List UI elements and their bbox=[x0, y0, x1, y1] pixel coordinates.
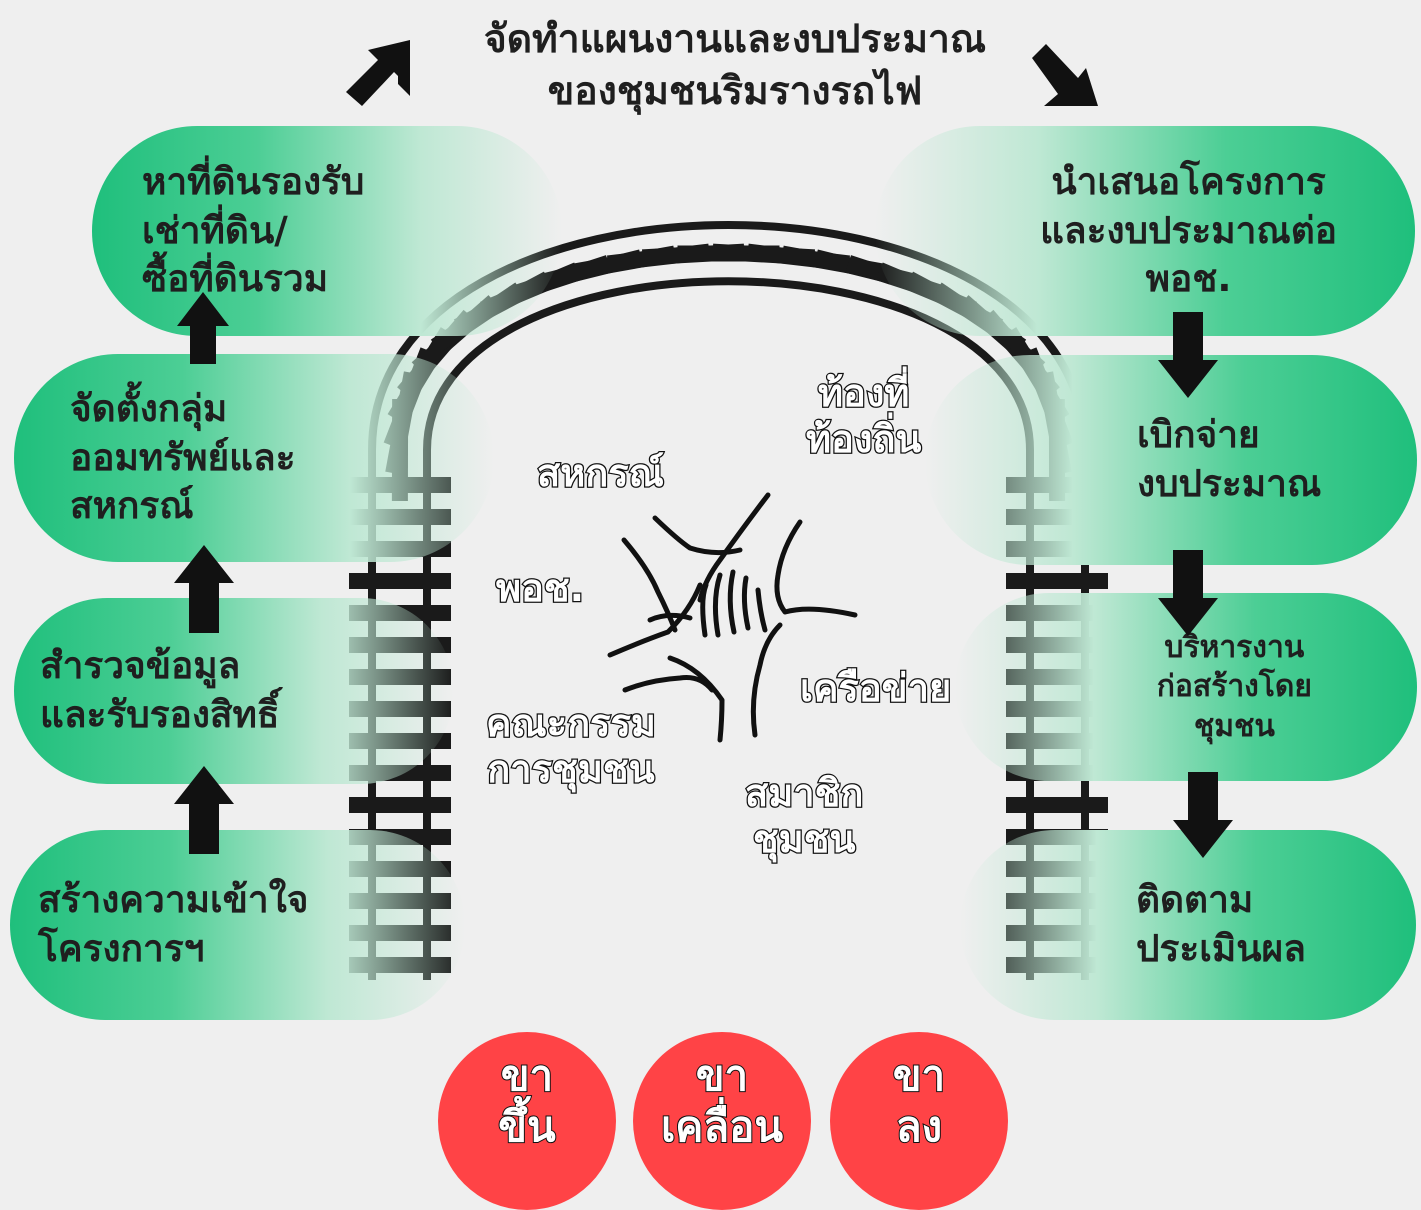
step-line: พอช. bbox=[1145, 257, 1232, 301]
label-codi: พอช. bbox=[495, 565, 586, 612]
arrow-up-icon bbox=[174, 545, 234, 633]
arrow-down-right-icon bbox=[1032, 44, 1098, 106]
hub-line: คณะกรรม bbox=[485, 700, 657, 747]
label-community-members: สมาชิก ชุมชน bbox=[744, 770, 865, 863]
label-community-committee: คณะกรรม การชุมชน bbox=[485, 700, 657, 793]
label-network: เครือข่าย bbox=[799, 665, 953, 712]
step-line: เบิกจ่าย bbox=[1137, 413, 1260, 457]
step-line: ติดตาม bbox=[1136, 878, 1254, 922]
step-line: และงบประมาณต่อ bbox=[1040, 208, 1337, 252]
phase-line: ขา bbox=[695, 1050, 749, 1101]
arrow-up-right-icon bbox=[346, 40, 410, 106]
step-understanding: สร้างความเข้าใจ โครงการฯ bbox=[10, 830, 465, 1020]
step-evaluate: ติดตาม ประเมินผล bbox=[960, 830, 1416, 1020]
step-line: และรับรองสิทธิ์ bbox=[40, 693, 280, 736]
arrow-up-icon bbox=[174, 766, 234, 854]
phase-line: ขา bbox=[500, 1050, 554, 1101]
step-line: ซื้อที่ดินรวม bbox=[142, 257, 329, 301]
hub-line: สหกรณ์ bbox=[536, 450, 665, 497]
step-line: หาที่ดินรองรับ bbox=[142, 159, 365, 203]
diagram-title: จัดทำแผนงานและงบประมาณ ของชุมชนริมรางรถไ… bbox=[430, 14, 1040, 118]
step-line: จัดตั้งกลุ่ม bbox=[70, 386, 228, 430]
hub-line: ท้องที่ bbox=[817, 370, 911, 417]
outer-rail bbox=[368, 221, 1089, 980]
label-cooperative: สหกรณ์ bbox=[536, 450, 665, 497]
label-local-authority: ท้องที่ ท้องถิ่น bbox=[805, 370, 923, 463]
phase-move: ขา เคลื่อน bbox=[633, 1032, 811, 1210]
hub-line: ชุมชน bbox=[752, 816, 857, 863]
hub-line: การชุมชน bbox=[486, 746, 656, 793]
arrow-down-icon bbox=[1158, 312, 1218, 398]
step-line: ออมทรัพย์และ bbox=[70, 435, 296, 479]
hub-line: เครือข่าย bbox=[799, 665, 953, 712]
step-line: สร้างความเข้าใจ bbox=[38, 878, 309, 922]
step-line: สหกรณ์ bbox=[70, 484, 194, 528]
phase-line: ขึ้น bbox=[497, 1101, 556, 1152]
title-line-1: จัดทำแผนงานและงบประมาณ bbox=[483, 17, 987, 62]
hub-line: พอช. bbox=[495, 565, 586, 612]
step-survey-rights: สำรวจข้อมูล และรับรองสิทธิ์ bbox=[14, 598, 454, 784]
phase-up: ขา ขึ้น bbox=[438, 1032, 616, 1210]
arrow-up-icon bbox=[177, 292, 229, 364]
step-line: สำรวจข้อมูล bbox=[40, 644, 241, 688]
step-find-land: หาที่ดินรองรับ เช่าที่ดิน/ ซื้อที่ดินรวม bbox=[92, 126, 562, 336]
step-propose-budget: นำเสนอโครงการ และงบประมาณต่อ พอช. bbox=[875, 126, 1415, 336]
step-manage-construction: บริหารงาน ก่อสร้างโดย ชุมชน bbox=[955, 593, 1417, 781]
step-savings-group: จัดตั้งกลุ่ม ออมทรัพย์และ สหกรณ์ bbox=[14, 354, 494, 562]
step-line: เช่าที่ดิน/ bbox=[142, 208, 288, 252]
step-disburse: เบิกจ่าย งบประมาณ bbox=[925, 355, 1417, 565]
step-line: ประเมินผล bbox=[1136, 927, 1306, 970]
step-line: โครงการฯ bbox=[38, 927, 205, 970]
phase-line: ขา bbox=[892, 1050, 946, 1101]
arrow-down-icon bbox=[1173, 772, 1233, 858]
hub-line: สมาชิก bbox=[744, 770, 865, 817]
phase-down: ขา ลง bbox=[830, 1032, 1008, 1210]
title-line-2: ของชุมชนริมรางรถไฟ bbox=[547, 68, 923, 114]
hub-line: ท้องถิ่น bbox=[805, 416, 923, 463]
phase-line: เคลื่อน bbox=[660, 1101, 784, 1152]
arrow-down-icon bbox=[1158, 550, 1218, 636]
step-line: ก่อสร้างโดย bbox=[1156, 669, 1312, 705]
phase-line: ลง bbox=[895, 1101, 943, 1152]
step-line: ชุมชน bbox=[1193, 708, 1275, 744]
step-line: นำเสนอโครงการ bbox=[1051, 159, 1326, 203]
step-line: งบประมาณ bbox=[1137, 462, 1322, 505]
